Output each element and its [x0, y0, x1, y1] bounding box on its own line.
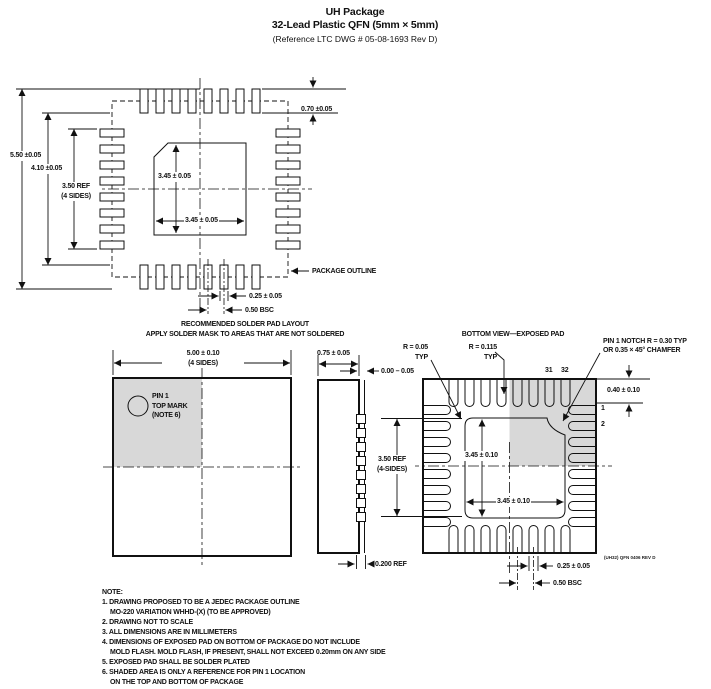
pad-layout-caption-2: APPLY SOLDER MASK TO AREAS THAT ARE NOT … — [145, 331, 345, 338]
side-view-drawing — [317, 355, 462, 569]
r0115-leader — [494, 351, 508, 394]
page-subtitle: 32-Lead Plastic QFN (5mm × 5mm) — [271, 19, 439, 31]
pin1-notch-label-1: PIN 1 NOTCH R = 0.30 TYP — [603, 338, 687, 345]
pin1-notch-label-2: OR 0.35 × 45° CHAMFER — [603, 347, 681, 354]
dim-opening-label: 4.10 ±0.05 — [30, 164, 64, 174]
note-line: ON THE TOP AND BOTTOM OF PACKAGE — [110, 679, 244, 686]
solder-pad-layout-drawing — [16, 77, 346, 314]
dim-epad-horizontal-label: 3.45 ± 0.05 — [184, 216, 219, 226]
bottom-view-caption: BOTTOM VIEW—EXPOSED PAD — [461, 331, 565, 338]
dim-body-label: 5.00 ± 0.10(4 SIDES) — [162, 349, 244, 368]
pin1-shaded-quadrant-bottom — [509, 380, 595, 466]
pin-31-label: 31 — [545, 367, 553, 374]
note-line: 6. SHADED AREA IS ONLY A REFERENCE FOR P… — [102, 669, 305, 676]
dim-terminal-length-label: 0.40 ± 0.10 — [607, 387, 640, 394]
bottom-view-drawing — [408, 351, 650, 590]
dim-epad-bottom-vertical-label: 3.45 ± 0.10 — [464, 451, 499, 461]
dim-pad-width-label: 0.25 ± 0.05 — [249, 293, 282, 300]
dim-epad-bottom-horizontal-label: 3.45 ± 0.10 — [496, 497, 531, 507]
pin1-top-mark-circle — [127, 395, 149, 417]
revision-code: (UH32) QFN 0406 REV D — [604, 555, 656, 560]
note-line: MOLD FLASH. MOLD FLASH, IF PRESENT, SHAL… — [110, 649, 386, 656]
drawing-reference: (Reference LTC DWG # 05-08-1693 Rev D) — [272, 34, 438, 44]
note-line: 1. DRAWING PROPOSED TO BE A JEDEC PACKAG… — [102, 599, 300, 606]
pin1-notch-leader — [562, 352, 601, 422]
note-line: 2. DRAWING NOT TO SCALE — [102, 619, 193, 626]
pin-2-label: 2 — [601, 421, 605, 428]
dim-epad-vertical-label: 3.45 ± 0.05 — [157, 172, 192, 182]
dim-ref-label: 3.50 REF(4 SIDES) — [53, 182, 99, 201]
dim-pad-length-label: 0.70 ±0.05 — [301, 106, 333, 113]
pin-1-label: 1 — [601, 405, 605, 412]
note-line: 4. DIMENSIONS OF EXPOSED PAD ON BOTTOM O… — [102, 639, 360, 646]
note-line: 3. ALL DIMENSIONS ARE IN MILLIMETERS — [102, 629, 237, 636]
top-view-drawing — [103, 350, 301, 566]
dim-overall-label: 5.50 ±0.05 — [9, 151, 43, 161]
package-outline-callout: PACKAGE OUTLINE — [312, 268, 377, 275]
dim-terminal-ref-label: 0.200 REF — [375, 561, 407, 568]
pin1-shaded-quadrant — [114, 379, 202, 467]
notes-heading: NOTE: — [102, 589, 123, 596]
note-line: MO-220 VARIATION WHHD-(X) (TO BE APPROVE… — [110, 609, 271, 616]
r005-leader — [430, 359, 462, 420]
page-title: UH Package — [325, 6, 385, 18]
dim-thickness-label: 0.75 ± 0.05 — [317, 350, 350, 357]
dim-pitch-label: 0.50 BSC — [245, 307, 274, 314]
dim-side-ref-label: 3.50 REF(4-SIDES) — [369, 455, 415, 474]
note-line: 5. EXPOSED PAD SHALL BE SOLDER PLATED — [102, 659, 250, 666]
dim-bottom-pitch-label: 0.50 BSC — [553, 580, 582, 587]
dim-terminal-width-label: 0.25 ± 0.05 — [557, 563, 590, 570]
pin-32-label: 32 — [561, 367, 569, 374]
pad-layout-caption-1: RECOMMENDED SOLDER PAD LAYOUT — [181, 321, 309, 328]
dim-standoff-label: 0.00 – 0.05 — [381, 368, 414, 375]
exposed-pad-shape — [464, 417, 566, 519]
